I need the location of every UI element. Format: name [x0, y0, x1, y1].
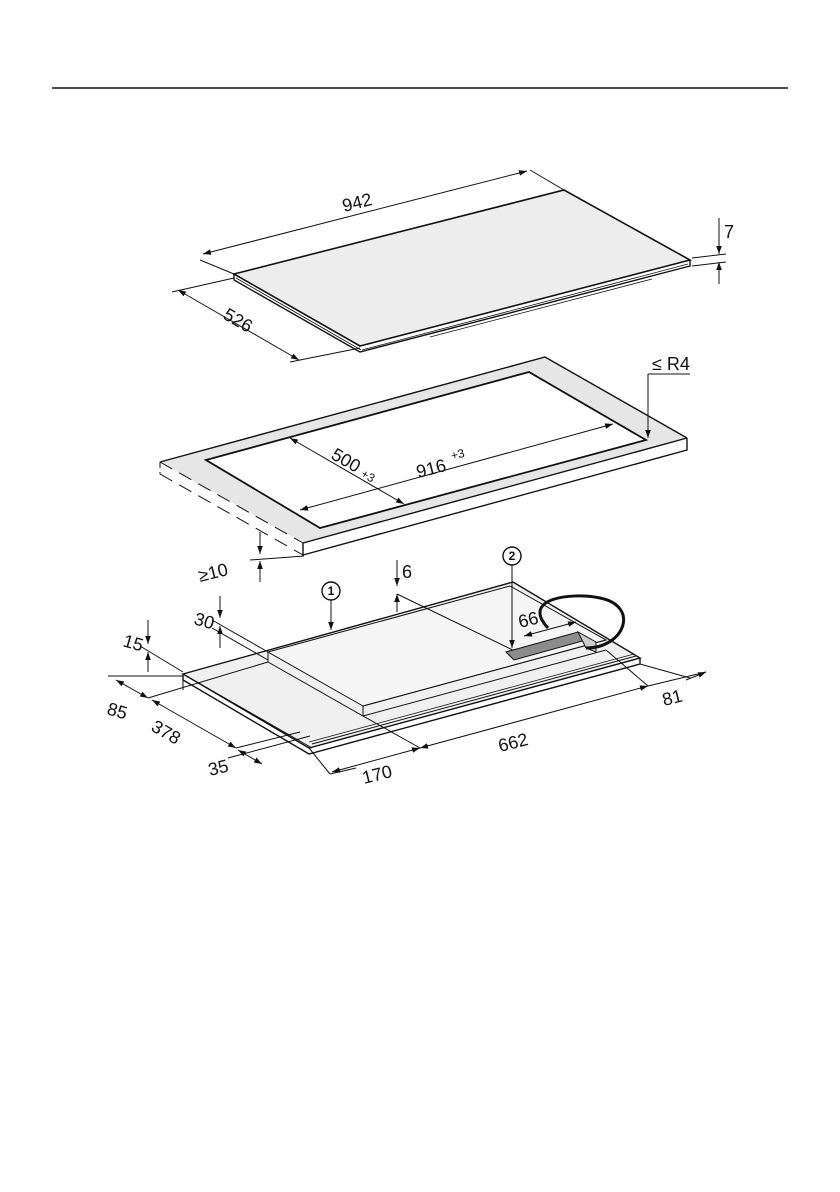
- label-gap-6: 6: [402, 562, 412, 582]
- label-35: 35: [206, 756, 230, 780]
- dim-15: [140, 620, 183, 672]
- label-corner-radius: ≤ R4: [652, 354, 690, 374]
- label-30: 30: [192, 609, 217, 634]
- worktop-frame: [160, 357, 687, 555]
- dim-hob-thickness: [692, 218, 726, 284]
- callout-2-label: 2: [509, 549, 516, 563]
- label-378: 378: [148, 716, 184, 748]
- label-hob-thickness: 7: [724, 222, 734, 242]
- callout-1-label: 1: [328, 584, 335, 598]
- label-662: 662: [496, 729, 530, 756]
- dim-30: [212, 596, 268, 660]
- label-85: 85: [105, 699, 130, 724]
- appliance-body: [183, 582, 640, 754]
- label-170: 170: [360, 761, 394, 788]
- label-15: 15: [121, 631, 146, 656]
- label-81: 81: [660, 686, 684, 710]
- label-min-worktop: ≥10: [196, 559, 230, 586]
- hob-panel: [234, 190, 690, 352]
